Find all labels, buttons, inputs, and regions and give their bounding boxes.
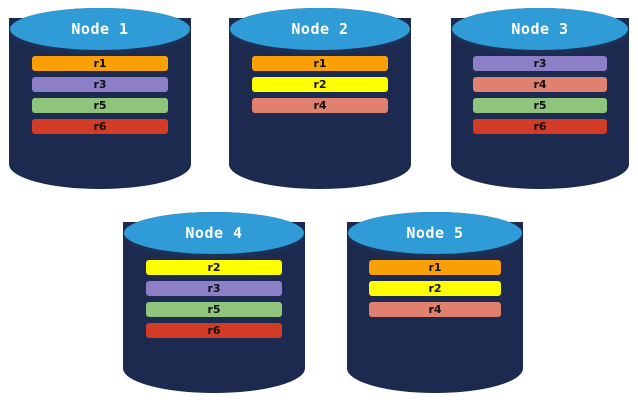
replica-list: r1 r3 r5 r6 xyxy=(10,56,190,134)
replica-bar[interactable]: r3 xyxy=(145,281,283,296)
replica-bar[interactable]: r2 xyxy=(368,281,502,296)
replica-bar[interactable]: r5 xyxy=(31,98,169,113)
replica-bar[interactable]: r3 xyxy=(473,56,607,71)
replica-bar[interactable]: r4 xyxy=(473,77,607,92)
replica-bar[interactable]: r6 xyxy=(473,119,607,134)
database-node-3[interactable]: Node 3 r3 r4 r5 r6 xyxy=(452,8,628,188)
replica-list: r1 r2 r4 xyxy=(348,260,522,317)
node-label: Node 3 xyxy=(511,20,569,38)
cylinder-top-face xyxy=(230,8,410,50)
node-label: Node 5 xyxy=(406,224,464,242)
database-node-4[interactable]: Node 4 r2 r3 r5 r6 xyxy=(124,212,304,392)
node-label: Node 2 xyxy=(291,20,349,38)
cylinder-top-face xyxy=(124,212,304,254)
replica-list: r2 r3 r5 r6 xyxy=(124,260,304,338)
cylinder-top-face xyxy=(452,8,628,50)
cylinder-top-face xyxy=(348,212,522,254)
replica-bar[interactable]: r2 xyxy=(145,260,283,275)
replica-bar[interactable]: r6 xyxy=(31,119,169,134)
replica-bar[interactable]: r5 xyxy=(145,302,283,317)
database-cylinder-icon xyxy=(230,8,410,188)
database-node-2[interactable]: Node 2 r1 r2 r4 xyxy=(230,8,410,188)
database-node-5[interactable]: Node 5 r1 r2 r4 xyxy=(348,212,522,392)
node-label: Node 4 xyxy=(185,224,243,242)
replica-bar[interactable]: r6 xyxy=(145,323,283,338)
database-node-1[interactable]: Node 1 r1 r3 r5 r6 xyxy=(10,8,190,188)
replica-bar[interactable]: r5 xyxy=(473,98,607,113)
node-label: Node 1 xyxy=(71,20,129,38)
replica-bar[interactable]: r1 xyxy=(31,56,169,71)
replica-bar[interactable]: r4 xyxy=(368,302,502,317)
replica-bar[interactable]: r2 xyxy=(251,77,389,92)
replica-bar[interactable]: r3 xyxy=(31,77,169,92)
replica-list: r3 r4 r5 r6 xyxy=(452,56,628,134)
cylinder-top-face xyxy=(10,8,190,50)
replica-bar[interactable]: r1 xyxy=(251,56,389,71)
replica-bar[interactable]: r1 xyxy=(368,260,502,275)
replica-bar[interactable]: r4 xyxy=(251,98,389,113)
replica-list: r1 r2 r4 xyxy=(230,56,410,113)
